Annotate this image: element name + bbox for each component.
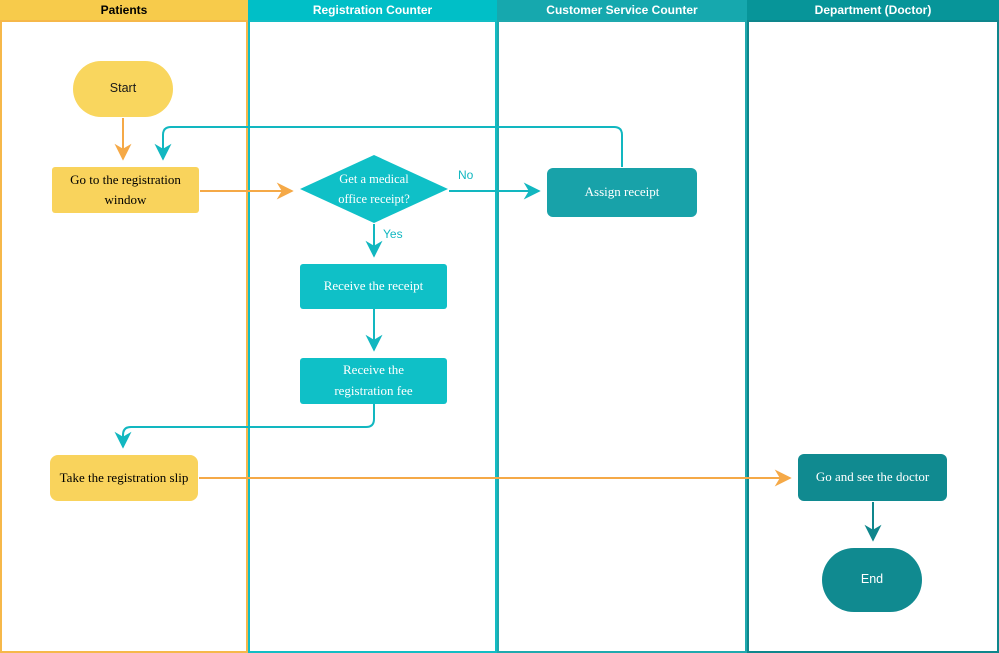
swimlane-department-doctor: Department (Doctor)	[747, 0, 999, 653]
node-assign-receipt[interactable]: Assign receipt	[547, 168, 697, 217]
lane-body-customer-service-counter	[497, 20, 747, 653]
lane-body-department-doctor	[747, 20, 999, 653]
edge-label-yes: Yes	[383, 227, 403, 241]
swimlane-customer-service-counter: Customer Service Counter	[497, 0, 747, 653]
edge-assign-receipt-to-registration-window	[154, 126, 623, 167]
edge-receive-fee-to-take-slip	[114, 404, 375, 449]
node-go-to-registration-window[interactable]: Go to the registration window	[52, 167, 199, 213]
edge-label-no: No	[458, 168, 474, 182]
lane-header-department-doctor: Department (Doctor)	[747, 0, 999, 20]
lane-header-registration-counter: Registration Counter	[248, 0, 497, 20]
lane-header-customer-service-counter: Customer Service Counter	[497, 0, 747, 20]
node-start[interactable]: Start	[73, 61, 173, 117]
lane-header-patients: Patients	[0, 0, 248, 20]
node-receive-registration-fee[interactable]: Receive the registration fee	[300, 358, 447, 404]
node-take-registration-slip[interactable]: Take the registration slip	[50, 455, 198, 501]
node-go-and-see-doctor[interactable]: Go and see the doctor	[798, 454, 947, 501]
node-end[interactable]: End	[822, 548, 922, 612]
node-receive-receipt[interactable]: Receive the receipt	[300, 264, 447, 309]
